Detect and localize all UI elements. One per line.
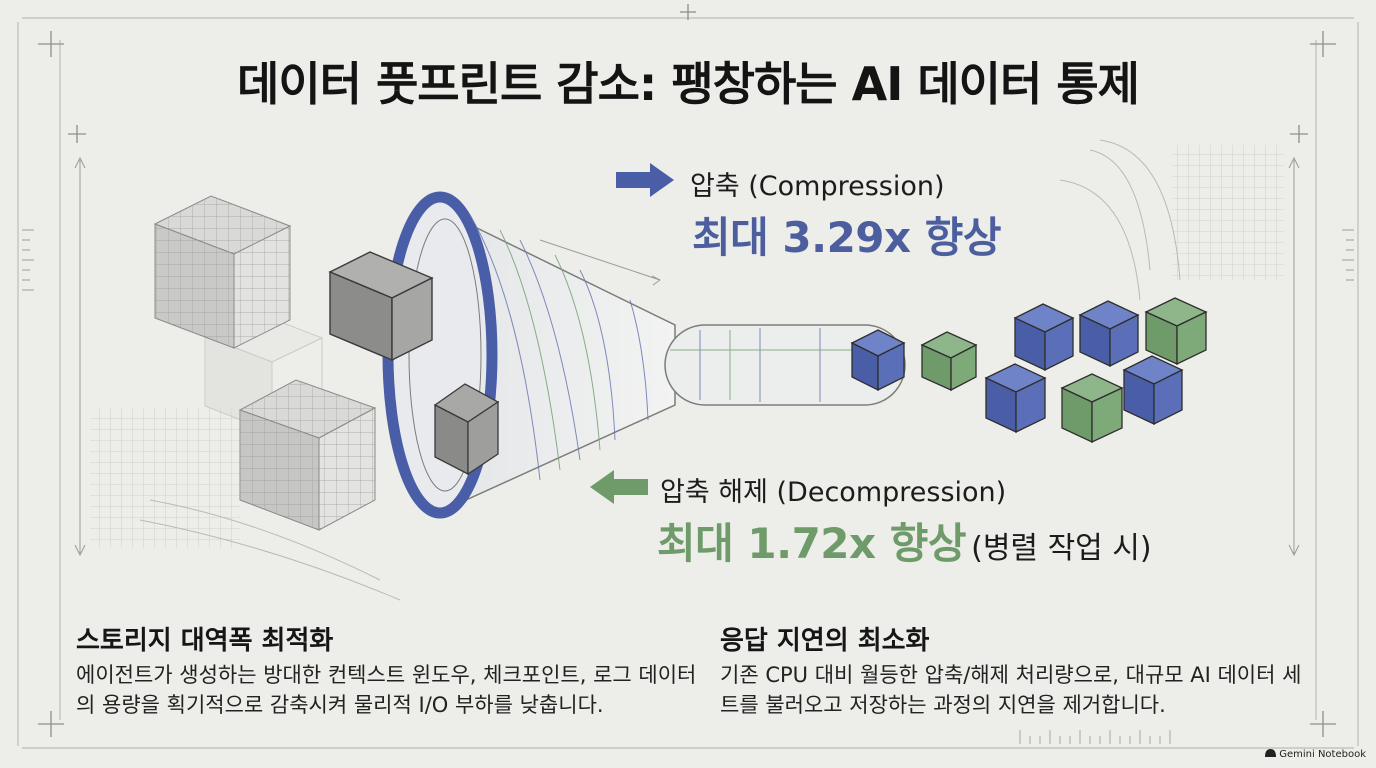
right-grid	[1172, 145, 1284, 280]
left-ruler	[22, 156, 86, 557]
left-grid	[90, 408, 240, 548]
decompression-value-row: 최대 1.72x 향상 (병렬 작업 시)	[657, 510, 1152, 571]
compressed-cubes	[850, 297, 1208, 444]
right-ruler	[1288, 156, 1354, 557]
decompression-label: 압축 해제 (Decompression)	[660, 477, 1007, 508]
gray-cube-entering	[328, 251, 434, 362]
arrow-right-icon	[616, 163, 674, 197]
left-curves	[139, 499, 401, 601]
card-body-latency: 기존 CPU 대비 월등한 압축/해제 처리량으로, 대규모 AI 데이터 세트…	[720, 663, 1302, 717]
page-title: 데이터 풋프린트 감소: 팽창하는 AI 데이터 통제	[237, 57, 1140, 111]
right-curves	[1059, 139, 1181, 301]
compression-label: 압축 (Compression)	[690, 171, 945, 202]
gemini-logo-icon	[1265, 748, 1277, 760]
badge-label: Gemini Notebook	[1279, 748, 1366, 760]
arrow-left-icon	[590, 470, 648, 504]
decompression-note: (병렬 작업 시)	[971, 531, 1152, 566]
compression-value: 최대 3.29x 향상	[692, 213, 1002, 262]
gemini-badge: Gemini Notebook	[1265, 748, 1366, 760]
crosshair-marks	[38, 4, 1336, 737]
large-gray-cubes	[153, 195, 377, 531]
card-body-storage: 에이전트가 생성하는 방대한 컨텍스트 윈도우, 체크포인트, 로그 데이터의 …	[76, 663, 697, 717]
decompression-value: 최대 1.72x 향상	[657, 519, 967, 568]
card-title-storage: 스토리지 대역폭 최적화	[76, 626, 334, 656]
card-title-latency: 응답 지연의 최소화	[720, 626, 930, 656]
bottom-ruler	[1019, 730, 1171, 744]
gray-cube-inside	[433, 383, 500, 476]
